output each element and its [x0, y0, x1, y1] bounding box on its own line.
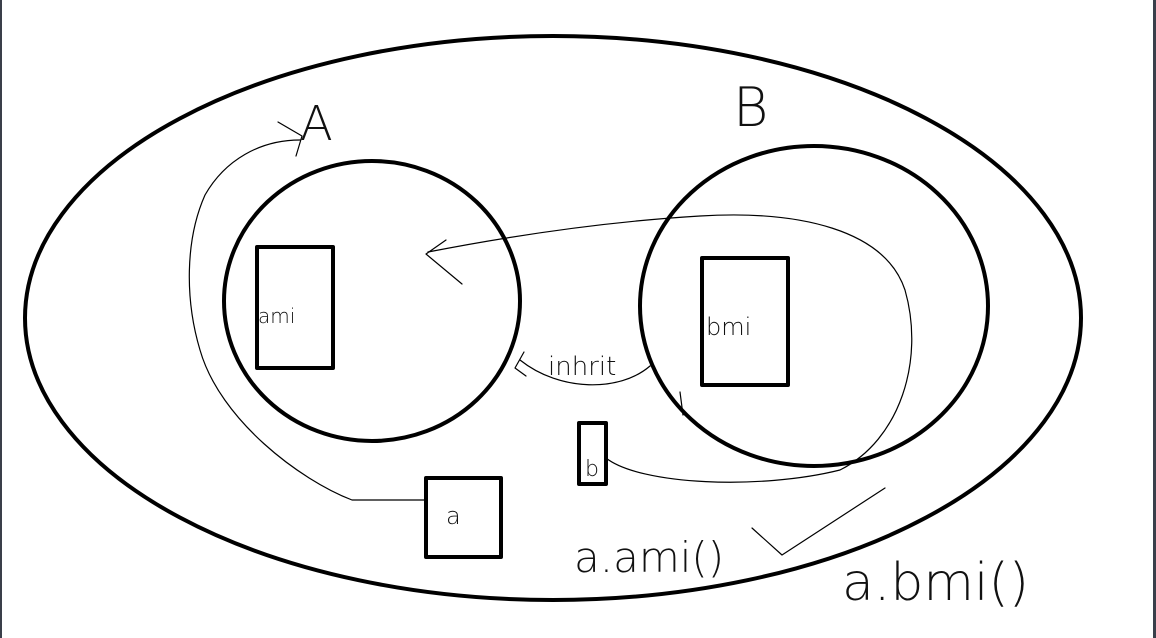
instance-of-a-arrowhead [277, 121, 303, 157]
set-a-label: A [300, 96, 333, 152]
method-ami-box [255, 245, 335, 370]
object-a-label: a [446, 502, 461, 530]
object-b-box [577, 421, 608, 486]
method-bmi-label: bmi [706, 313, 751, 341]
method-ami-label: ami [258, 304, 295, 328]
b-to-a-curve [427, 214, 913, 483]
inherit-arrowhead [514, 351, 527, 377]
check-mark-icon [751, 487, 886, 556]
set-b-label: B [733, 76, 768, 139]
call-ami-annotation: a.ami() [574, 533, 724, 582]
b-to-a-arrowhead [425, 239, 463, 285]
call-bmi-annotation: a.bmi() [842, 553, 1029, 613]
outer-ellipse [23, 34, 1083, 602]
window-edge-left [0, 0, 2, 638]
instance-of-a-curve [188, 139, 427, 501]
inherit-curve [519, 359, 651, 386]
object-b-label: b [585, 457, 599, 482]
inherit-label: inhrit [548, 352, 616, 382]
method-bmi-box [700, 256, 790, 387]
class-a-circle [222, 159, 522, 443]
class-b-circle [638, 144, 990, 468]
window-edge-right [1153, 0, 1156, 638]
inherit-tick [679, 391, 684, 416]
object-a-box [424, 476, 503, 559]
